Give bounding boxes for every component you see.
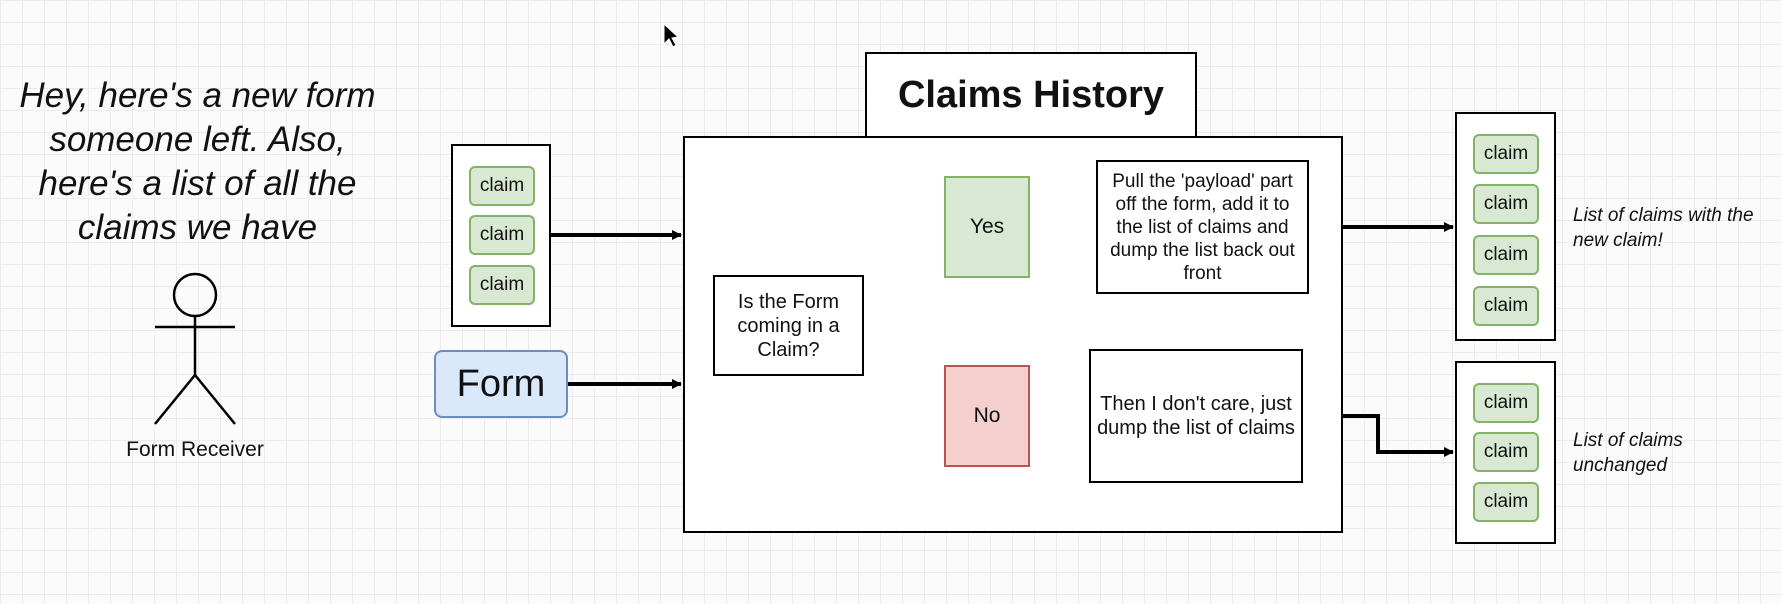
question-box: Is the Form coming in a Claim? (713, 275, 864, 376)
claim-item: claim (1473, 482, 1539, 522)
no-box: No (944, 365, 1030, 467)
note-unchanged: List of claims unchanged (1573, 430, 1683, 476)
form-box: Form (434, 350, 568, 418)
claim-item: claim (1473, 286, 1539, 326)
claim-item: claim (1473, 235, 1539, 275)
note-with-new-claim: List of claims with the new claim! (1573, 205, 1754, 251)
cursor-icon (663, 22, 680, 48)
speech-text: Hey, here's a new form someone left. Als… (19, 76, 376, 247)
claim-item: claim (469, 215, 535, 255)
no-action-box: Then I don't care, just dump the list of… (1089, 349, 1303, 483)
yes-box: Yes (944, 176, 1030, 278)
actor-label: Form Receiver (126, 438, 264, 461)
input-claims-stack: claim claim claim (451, 144, 551, 327)
claims-history-title: Claims History (865, 52, 1197, 138)
claim-item: claim (469, 265, 535, 305)
claim-item: claim (469, 166, 535, 206)
claim-item: claim (1473, 432, 1539, 472)
claim-item: claim (1473, 134, 1539, 174)
yes-action-box: Pull the 'payload' part off the form, ad… (1096, 160, 1309, 294)
claim-item: claim (1473, 184, 1539, 224)
claim-item: claim (1473, 383, 1539, 423)
output-claims-stack-unchanged: claim claim claim (1455, 361, 1556, 544)
stick-figure (154, 272, 236, 425)
output-claims-stack-new: claim claim claim claim (1455, 112, 1556, 341)
